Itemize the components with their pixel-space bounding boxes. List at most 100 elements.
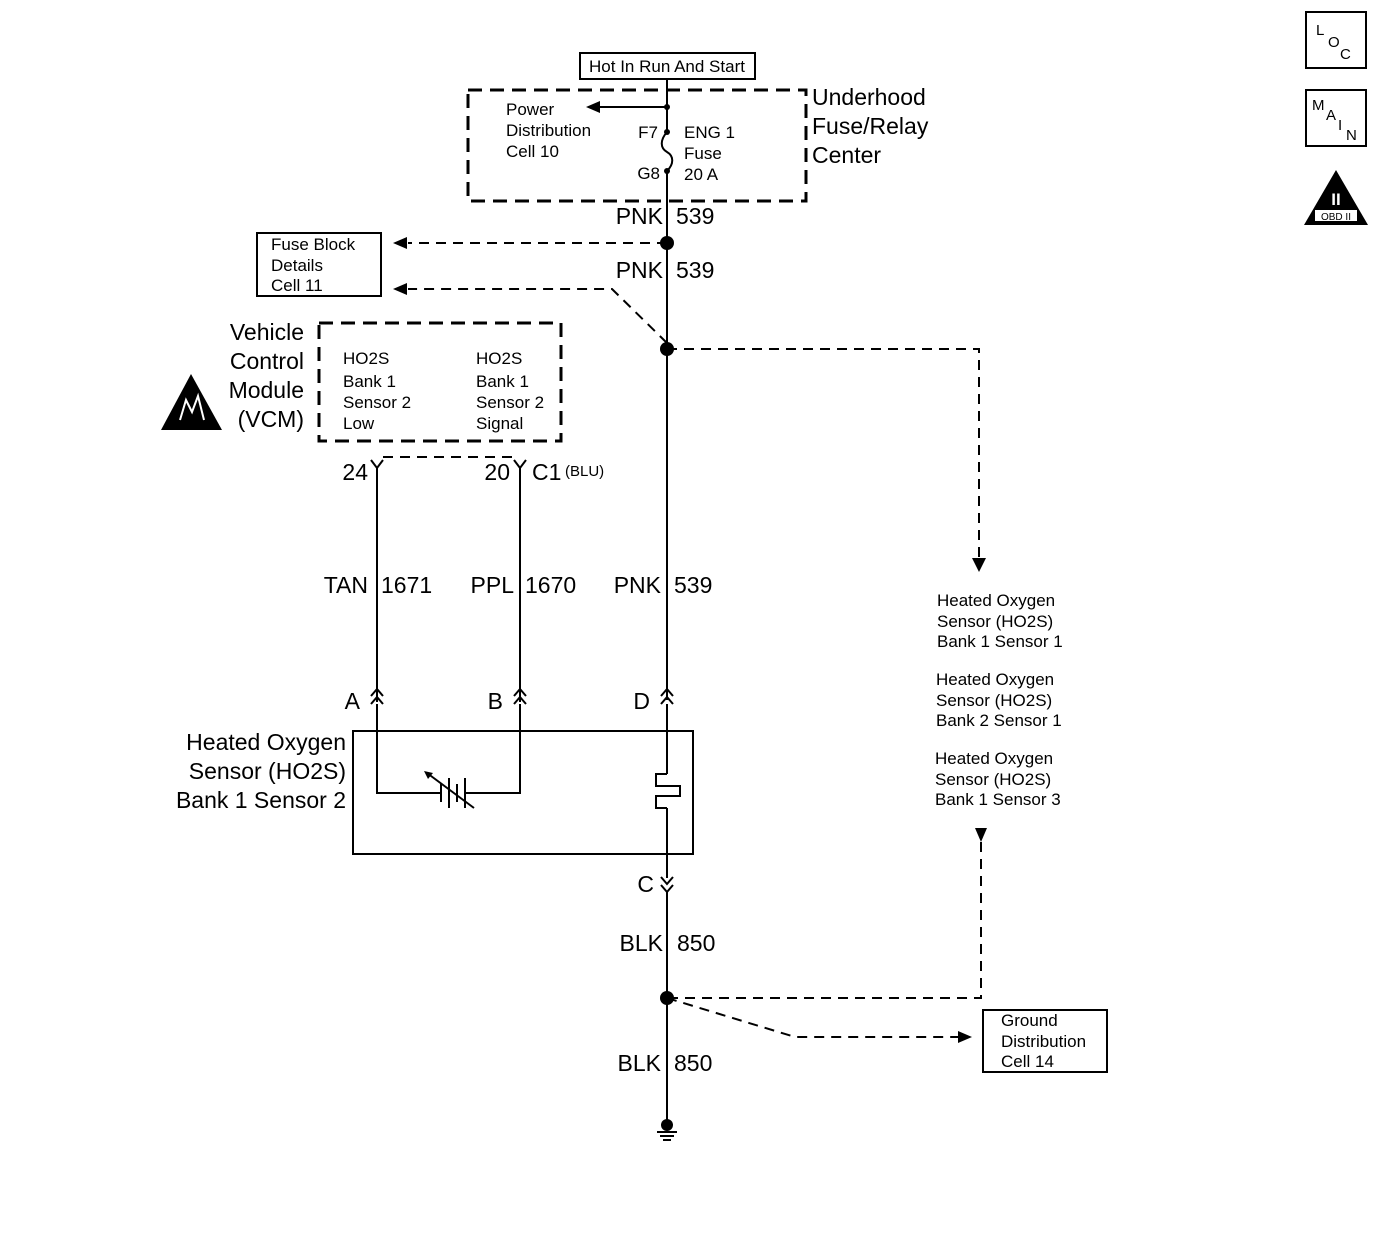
other-sensor-1-line-1: Heated Oxygen [937,591,1055,610]
connector-pin-24 [370,459,384,470]
vcm-title-3: Module [229,377,304,403]
fuse-center-title-1: Underhood [812,84,926,110]
obd-roman: II [1331,190,1340,209]
arrow-fuse-block-2 [393,283,407,295]
main-icon[interactable]: M A I N [1305,89,1367,147]
other-sensor-2-line-2: Sensor (HO2S) [936,691,1052,710]
pin-c-label: C [637,871,654,897]
other-sensor-1-line-2: Sensor (HO2S) [937,612,1053,631]
sensor-title-2: Sensor (HO2S) [189,758,346,784]
wire-pnk-circuit-2: 539 [676,257,714,283]
connector-pin-b [513,687,527,705]
ground-ref-2: Distribution [1001,1032,1086,1051]
power-dist-arrow [586,101,600,113]
obd-ii-icon[interactable]: II OBD II [1304,170,1368,225]
connector-pin-a [370,687,384,705]
vcm-left-pin-2: Bank 1 [343,372,396,391]
fuse-center-title-2: Fuse/Relay [812,113,929,139]
main-letter-m: M [1312,97,1325,114]
other-sensor-2-line-3: Bank 2 Sensor 1 [936,711,1062,730]
pin-d-label: D [633,688,650,714]
wire-blk-circuit-1: 850 [677,930,715,956]
wire-pnk-color-2: PNK [616,257,664,283]
sensor-internal-left [376,704,440,794]
power-source-label: Hot In Run And Start [589,57,745,76]
dashed-to-ground-ref [666,997,958,1038]
wire-ppl-circuit: 1670 [525,572,576,598]
connector-pin-d [660,687,674,705]
loc-letter-l: L [1316,22,1324,39]
heater-element-icon [655,704,681,878]
dashed-to-other-sensors [667,348,980,560]
loc-letter-o: O [1328,34,1340,51]
connector-pin-c [660,876,674,894]
main-letter-a: A [1326,107,1336,124]
wire-ppl-color: PPL [471,572,515,598]
fuse-label-3: 20 A [684,165,719,184]
connector-c1-color: (BLU) [565,463,604,480]
other-sensor-3-line-2: Sensor (HO2S) [935,770,1051,789]
ho2s-sensor-box [352,730,694,855]
loc-letter-c: C [1340,46,1351,63]
other-sensor-3-line-3: Bank 1 Sensor 3 [935,790,1061,809]
wire-pnk-color-3: PNK [614,572,662,598]
wire-pnk-circuit-3: 539 [674,572,712,598]
ground-ref-box[interactable] [982,1009,1108,1073]
fuse-block-ref-3: Cell 11 [271,276,323,295]
power-dist-2: Distribution [506,121,591,140]
pin-a-label: A [345,688,361,714]
wire-blk-circuit-2: 850 [674,1050,712,1076]
pin-20-label: 20 [484,459,510,485]
wire-pnk-circuit-1: 539 [676,203,714,229]
vcm-right-pin-2: Bank 1 [476,372,529,391]
wire-blk-color-1: BLK [620,930,664,956]
ground-ref-1: Ground [1001,1011,1058,1030]
vcm-left-pin-4: Low [343,414,375,433]
connector-pin-20 [513,459,527,470]
vcm-left-pin-3: Sensor 2 [343,393,411,412]
vcm-box [317,321,563,443]
vcm-title-1: Vehicle [230,319,304,345]
sensor-title-1: Heated Oxygen [186,729,346,755]
fuse-label-1: ENG 1 [684,123,735,142]
dashed-to-fuse-block-2 [408,288,668,344]
loc-icon[interactable]: L O C [1305,11,1367,69]
sensor-internal-right [466,704,521,794]
wire-blk-color-2: BLK [618,1050,662,1076]
other-sensor-3-line-1: Heated Oxygen [935,749,1053,768]
fuse-symbol [660,131,674,172]
vcm-title-2: Control [230,348,304,374]
ground-ref-3: Cell 14 [1001,1052,1054,1071]
vcm-title-4: (VCM) [238,406,304,432]
fuse-block-ref-box[interactable] [256,232,382,297]
arrow-ground-ref [958,1031,972,1043]
fuse-center-title-3: Center [812,142,881,168]
fuse-out-label: G8 [637,164,660,183]
wire-tan-color: TAN [324,572,368,598]
arrow-from-other-sensors [975,828,987,842]
vcm-right-pin-1: HO2S [476,349,522,368]
esd-warning-icon [161,374,222,430]
arrow-other-sensors [972,558,986,572]
sensor-title-3: Bank 1 Sensor 2 [176,787,346,813]
variable-cell-icon [424,771,475,809]
other-sensor-1-line-3: Bank 1 Sensor 1 [937,632,1063,651]
arrow-fuse-block-1 [393,237,407,249]
power-dist-3: Cell 10 [506,142,559,161]
wire-tan-circuit: 1671 [381,572,432,598]
fuse-in-label: F7 [638,123,658,142]
obd-label: OBD II [1321,212,1351,223]
other-sensor-2-line-1: Heated Oxygen [936,670,1054,689]
main-letter-i: I [1338,117,1342,134]
dashed-ground-return [667,842,982,999]
fuse-block-ref-2: Details [271,256,323,275]
vcm-left-pin-1: HO2S [343,349,389,368]
fuse-relay-center-box [466,88,808,203]
vcm-right-pin-3: Sensor 2 [476,393,544,412]
splice-dot-top [664,104,670,110]
pin-b-label: B [488,688,503,714]
ground-icon [657,1119,677,1141]
wire-pnk-color-1: PNK [616,203,664,229]
vcm-right-pin-4: Signal [476,414,523,433]
